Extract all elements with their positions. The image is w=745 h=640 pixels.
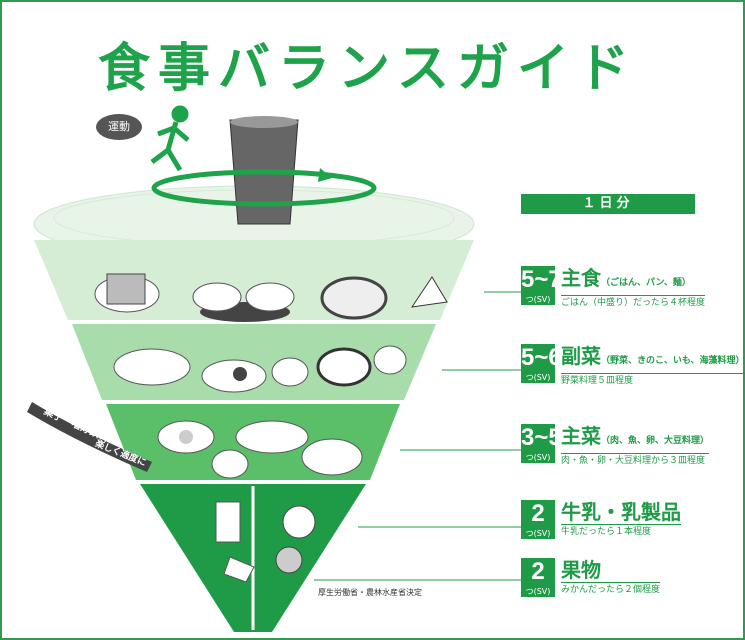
serving-unit: つ(SV) — [525, 529, 551, 538]
group-desc: 肉・魚・卵・大豆料理から３皿程度 — [561, 453, 710, 467]
bread-icon — [106, 273, 146, 305]
serving-unit: つ(SV) — [525, 295, 551, 304]
noodle-bowl-icon — [320, 276, 388, 320]
glass-rim — [230, 116, 298, 128]
serving-badge: 3~5 つ(SV) — [521, 424, 562, 463]
group-row-vegetable: 5~6 つ(SV) 副菜（野菜、きのこ、いも、海藻料理） 野菜料理５皿程度 — [521, 344, 745, 387]
page-title: 食事バランスガイド — [98, 39, 637, 99]
mushroom-icon — [233, 367, 247, 381]
rice-bowl-icon — [245, 282, 295, 312]
rotation-arrow — [151, 169, 377, 207]
group-name: 主食 — [561, 266, 601, 290]
credit-text: 厚生労働省・農林水産省決定 — [318, 588, 422, 597]
group-row-staple: 5~7 つ(SV) 主食（ごはん、パン、麺） ごはん（中盛り）だったら４杯程度 — [521, 266, 706, 309]
arrow-head-icon — [318, 168, 332, 182]
cheese-icon — [223, 556, 255, 583]
group-info: 果物 みかんだったら２個程度 — [561, 558, 661, 596]
group-info: 副菜（野菜、きのこ、いも、海藻料理） 野菜料理５皿程度 — [561, 344, 745, 387]
serving-badge: 2 つ(SV) — [521, 558, 555, 597]
serving-unit: つ(SV) — [525, 373, 551, 382]
group-desc: みかんだったら２個程度 — [561, 582, 661, 596]
egg-yolk-icon — [179, 430, 193, 444]
group-info: 主食（ごはん、パン、麺） ごはん（中盛り）だったら４杯程度 — [561, 266, 706, 309]
meat-plate-icon — [301, 438, 363, 476]
group-row-fruit: 2 つ(SV) 果物 みかんだったら２個程度 — [521, 558, 661, 597]
serving-unit: つ(SV) — [525, 587, 551, 596]
soup-bowl-icon — [316, 347, 372, 387]
group-row-main-dish: 3~5 つ(SV) 主菜（肉、魚、卵、大豆料理） 肉・魚・卵・大豆料理から３皿程… — [521, 424, 710, 467]
daily-header: １日分 — [521, 194, 695, 214]
group-desc: 牛乳だったら１本程度 — [561, 524, 681, 538]
group-row-milk: 2 つ(SV) 牛乳・乳製品 牛乳だったら１本程度 — [521, 500, 681, 539]
serving-count: 5~6 — [521, 344, 562, 371]
group-name: 牛乳・乳製品 — [561, 500, 681, 524]
runner-icon — [150, 105, 190, 172]
group-desc: 野菜料理５皿程度 — [561, 373, 745, 387]
group-info: 主菜（肉、魚、卵、大豆料理） 肉・魚・卵・大豆料理から３皿程度 — [561, 424, 710, 467]
serving-badge: 5~6 つ(SV) — [521, 344, 562, 383]
orange-icon — [275, 546, 303, 574]
group-examples: （ごはん、パン、麺） — [601, 278, 691, 288]
serving-count: 2 — [531, 500, 545, 527]
side-dish-icon — [373, 345, 407, 375]
serving-unit: つ(SV) — [525, 453, 551, 462]
onigiri-icon — [410, 276, 448, 308]
group-name: 副菜 — [561, 344, 601, 368]
fish-plate-icon — [235, 420, 309, 454]
salad-plate-icon — [113, 348, 191, 386]
tofu-bowl-icon — [211, 449, 249, 479]
exercise-bubble: 運動 — [96, 114, 142, 140]
serving-count: 3~5 — [521, 424, 562, 451]
snack-ribbon — [27, 402, 152, 472]
serving-count: 2 — [531, 558, 545, 585]
small-bowl-icon — [271, 357, 309, 387]
serving-count: 5~7 — [521, 266, 562, 293]
apple-icon — [282, 505, 316, 539]
group-examples: （肉、魚、卵、大豆料理） — [601, 436, 710, 446]
group-examples: （野菜、きのこ、いも、海藻料理） — [601, 356, 745, 366]
milk-glass-icon — [215, 501, 241, 543]
rice-bowl-icon — [192, 282, 242, 312]
group-name: 主菜 — [561, 424, 601, 448]
group-desc: ごはん（中盛り）だったら４杯程度 — [561, 295, 706, 309]
group-name: 果物 — [561, 558, 601, 582]
group-info: 牛乳・乳製品 牛乳だったら１本程度 — [561, 500, 681, 538]
serving-badge: 5~7 つ(SV) — [521, 266, 562, 305]
serving-badge: 2 つ(SV) — [521, 500, 555, 539]
